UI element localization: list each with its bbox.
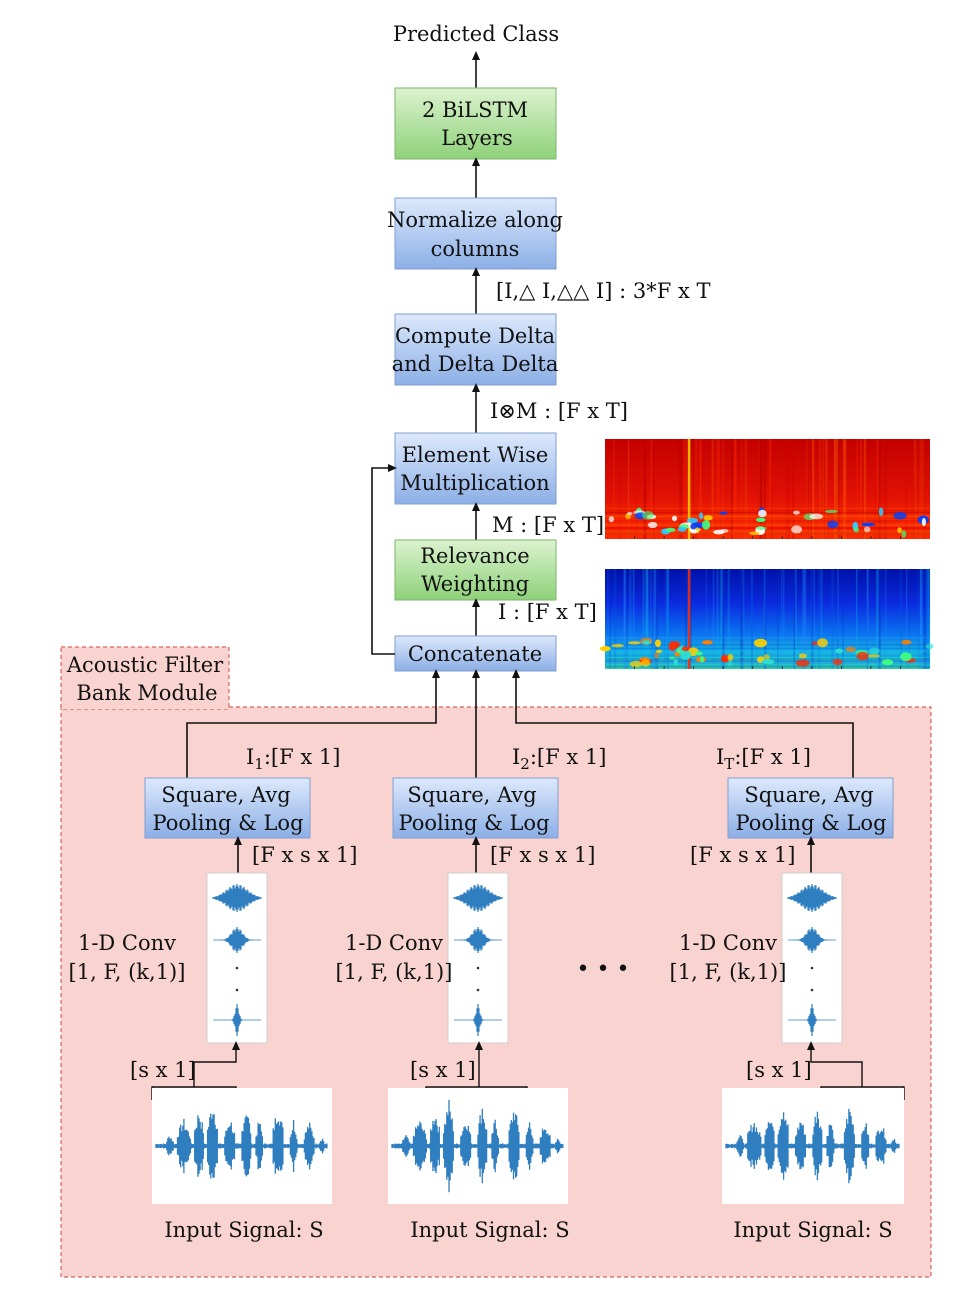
frame-2-output-label: I2:[F x 1] xyxy=(512,745,606,773)
element-wise-label-line1: Element Wise xyxy=(402,443,549,467)
pooling-1-label-line2: Pooling & Log xyxy=(152,811,303,835)
pooling-box-2: Square, Avg Pooling & Log xyxy=(392,777,559,839)
conv2-output-shape-label: [F x s x 1] xyxy=(490,843,595,867)
normalize-box: Normalize along columns xyxy=(387,197,563,270)
input-signal-label-2: Input Signal: S xyxy=(410,1218,569,1242)
input-waveform-2 xyxy=(388,1088,568,1204)
relevance-label-line2: Weighting xyxy=(421,572,529,596)
conv1-label-line1: 1-D Conv xyxy=(78,931,176,955)
predicted-class-label: Predicted Class xyxy=(393,22,559,46)
frame-size-label-1: [s x 1] xyxy=(130,1058,196,1082)
pooling-1-label-line1: Square, Avg xyxy=(161,783,290,807)
module-label-line1: Acoustic Filter xyxy=(66,653,224,677)
pooling-box-1: Square, Avg Pooling & Log xyxy=(144,777,311,839)
bilstm-label-line1: 2 BiLSTM xyxy=(422,98,528,122)
convT-label-line1: 1-D Conv xyxy=(679,931,777,955)
relevance-mask-spectrogram xyxy=(605,439,930,539)
conv2-label-line1: 1-D Conv xyxy=(345,931,443,955)
bilstm-label-line2: Layers xyxy=(441,126,513,150)
input-waveform-T xyxy=(722,1088,904,1204)
conv-filter-panel-T xyxy=(781,872,843,1044)
arrow-frameT-to-concat xyxy=(512,669,854,778)
input-signal-label-T: Input Signal: S xyxy=(733,1218,892,1242)
concat-output-shape-label: I : [F x T] xyxy=(498,600,597,624)
frame-size-label-T: [s x 1] xyxy=(746,1058,812,1082)
arrow-frame1-to-concat xyxy=(186,669,440,778)
multiplication-output-shape-label: I⊗M : [F x T] xyxy=(490,399,628,423)
mask-shape-label: M : [F x T] xyxy=(492,513,604,537)
conv-filter-panel-1 xyxy=(206,872,268,1044)
pooling-2-label-line1: Square, Avg xyxy=(407,783,536,807)
convT-output-shape-label: [F x s x 1] xyxy=(690,843,795,867)
relevance-weighting-box: Relevance Weighting xyxy=(394,539,557,601)
pooling-box-T: Square, Avg Pooling & Log xyxy=(727,777,894,839)
concatenate-label: Concatenate xyxy=(408,642,542,666)
input-waveform-1 xyxy=(152,1088,332,1204)
pooling-T-label-line1: Square, Avg xyxy=(744,783,873,807)
normalize-label-line2: columns xyxy=(431,237,520,261)
normalize-label-line1: Normalize along xyxy=(387,208,563,232)
convT-label-line2: [1, F, (k,1)] xyxy=(670,960,787,984)
conv-filter-panel-2 xyxy=(447,872,509,1044)
module-label-line2: Bank Module xyxy=(76,681,217,705)
skip-connection-arrow xyxy=(371,464,397,655)
relevance-label-line1: Relevance xyxy=(420,544,529,568)
delta-output-shape-label: [I,△ I,△△ I] : 3*F x T xyxy=(496,279,710,303)
compute-delta-label-line1: Compute Delta xyxy=(395,324,555,348)
compute-delta-label-line2: and Delta Delta xyxy=(392,352,559,376)
ellipsis: • • • xyxy=(577,957,630,982)
concatenate-box: Concatenate xyxy=(394,635,557,672)
frame-1-output-label: I1:[F x 1] xyxy=(246,745,340,773)
element-wise-multiplication-box: Element Wise Multiplication xyxy=(394,432,557,505)
frame-T-output-label: IT:[F x 1] xyxy=(716,745,811,773)
compute-delta-box: Compute Delta and Delta Delta xyxy=(392,313,559,386)
pooling-2-label-line2: Pooling & Log xyxy=(398,811,549,835)
pooling-T-label-line2: Pooling & Log xyxy=(735,811,886,835)
conv1-output-shape-label: [F x s x 1] xyxy=(252,843,357,867)
frame-size-label-2: [s x 1] xyxy=(410,1058,476,1082)
input-spectrogram xyxy=(599,569,934,669)
bilstm-box: 2 BiLSTM Layers xyxy=(394,87,557,160)
element-wise-label-line2: Multiplication xyxy=(400,471,549,495)
conv1-label-line2: [1, F, (k,1)] xyxy=(69,960,186,984)
conv2-label-line2: [1, F, (k,1)] xyxy=(336,960,453,984)
input-signal-label-1: Input Signal: S xyxy=(164,1218,323,1242)
